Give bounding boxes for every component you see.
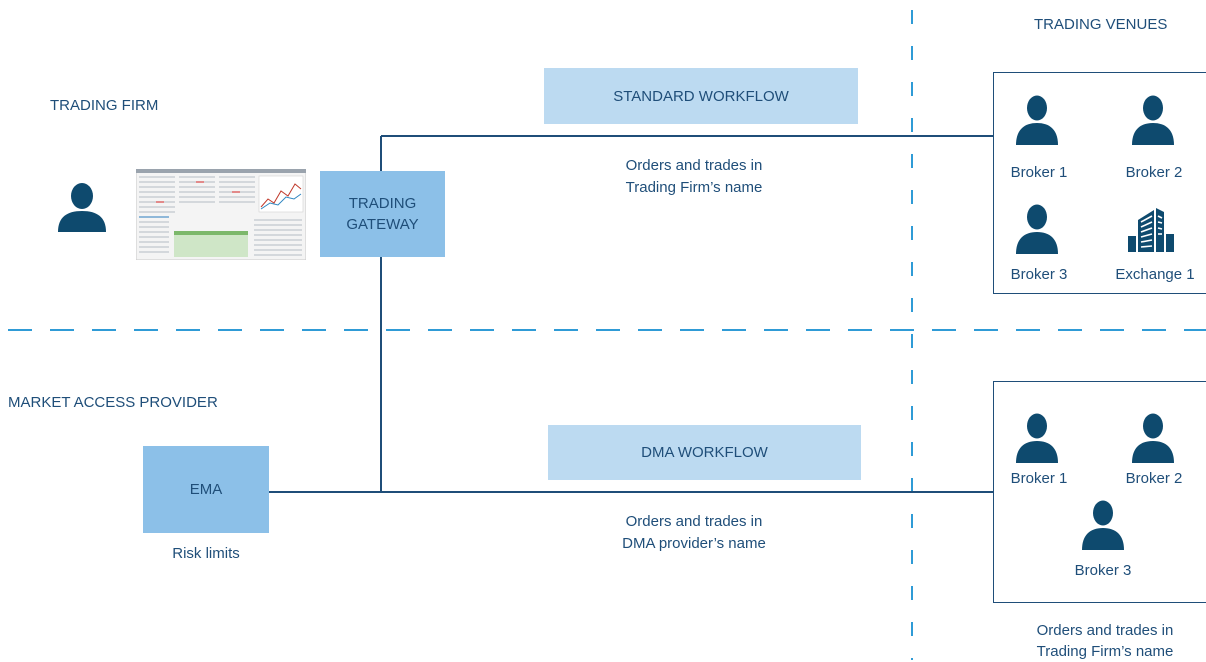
broker3-bottom-label: Broker 3 bbox=[1074, 562, 1132, 579]
standard-workflow-bar: STANDARD WORKFLOW bbox=[544, 68, 858, 124]
broker1-top-label: Broker 1 bbox=[1010, 164, 1068, 181]
broker1-bottom-label: Broker 1 bbox=[1010, 470, 1068, 487]
venues-bottom-caption: Orders and trades in Trading Firm’s name bbox=[1010, 620, 1200, 662]
broker3-top-person-icon bbox=[1016, 204, 1058, 254]
dma-workflow-title: DMA WORKFLOW bbox=[641, 444, 768, 461]
broker3-top-label: Broker 3 bbox=[1010, 266, 1068, 283]
broker1-bottom-person-icon bbox=[1016, 413, 1058, 463]
ema-caption: Risk limits bbox=[172, 545, 240, 562]
standard-workflow-caption: Orders and trades in Trading Firm’s name bbox=[574, 155, 814, 199]
exchange1-building-icon bbox=[1128, 208, 1174, 252]
venues-bottom-box bbox=[993, 381, 1206, 603]
dma-workflow-caption: Orders and trades in DMA provider’s name bbox=[574, 511, 814, 555]
standard-workflow-title: STANDARD WORKFLOW bbox=[613, 87, 789, 105]
trading-firm-label: TRADING FIRM bbox=[50, 97, 159, 114]
broker2-bottom-person-icon bbox=[1132, 413, 1174, 463]
venues-caption-line1: Orders and trades in bbox=[1036, 622, 1174, 639]
broker3-bottom-person-icon bbox=[1082, 500, 1124, 550]
broker2-top-label: Broker 2 bbox=[1125, 164, 1183, 181]
trading-venues-label: TRADING VENUES bbox=[1034, 16, 1168, 33]
ema-node: EMA bbox=[143, 446, 269, 533]
dma-caption-line1: Orders and trades in bbox=[625, 513, 763, 530]
gateway-line1: TRADING bbox=[348, 195, 417, 212]
standard-caption-line2: Trading Firm’s name bbox=[625, 179, 763, 196]
trader-person-icon bbox=[58, 183, 106, 232]
trading-gateway-node: TRADING GATEWAY bbox=[320, 171, 445, 257]
ema-label: EMA bbox=[189, 481, 223, 498]
broker2-bottom-label: Broker 2 bbox=[1125, 470, 1183, 487]
dma-workflow-bar: DMA WORKFLOW bbox=[548, 425, 861, 480]
broker2-top-person-icon bbox=[1132, 95, 1174, 145]
dma-caption-line2: DMA provider’s name bbox=[622, 535, 766, 552]
market-access-provider-label: MARKET ACCESS PROVIDER bbox=[8, 394, 218, 411]
venues-caption-line2: Trading Firm’s name bbox=[1036, 643, 1174, 660]
gateway-line2: GATEWAY bbox=[346, 216, 419, 233]
broker1-top-person-icon bbox=[1016, 95, 1058, 145]
exchange1-label: Exchange 1 bbox=[1115, 266, 1195, 283]
standard-caption-line1: Orders and trades in bbox=[625, 157, 763, 174]
trading-screen-icon bbox=[136, 169, 306, 260]
